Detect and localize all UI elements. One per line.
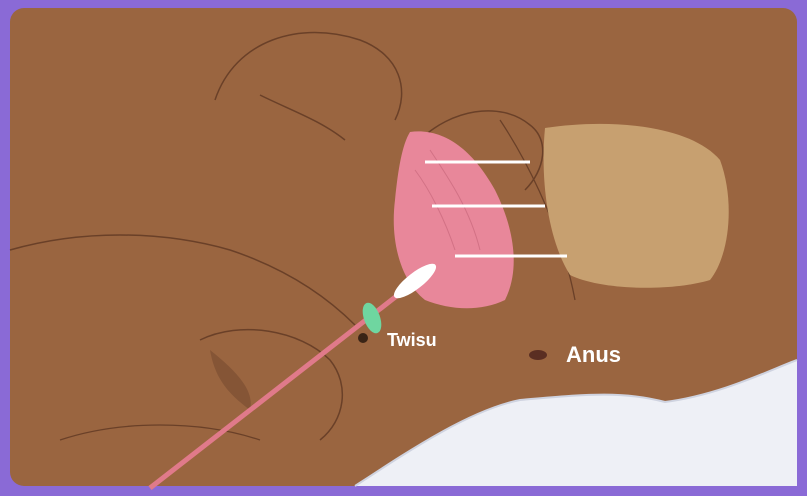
anus-label: Anus — [566, 342, 621, 367]
anus-marker — [529, 350, 547, 360]
swab-site-label: Twisu — [387, 330, 437, 350]
swab-site-marker — [358, 333, 368, 343]
tan-patch — [544, 124, 729, 288]
